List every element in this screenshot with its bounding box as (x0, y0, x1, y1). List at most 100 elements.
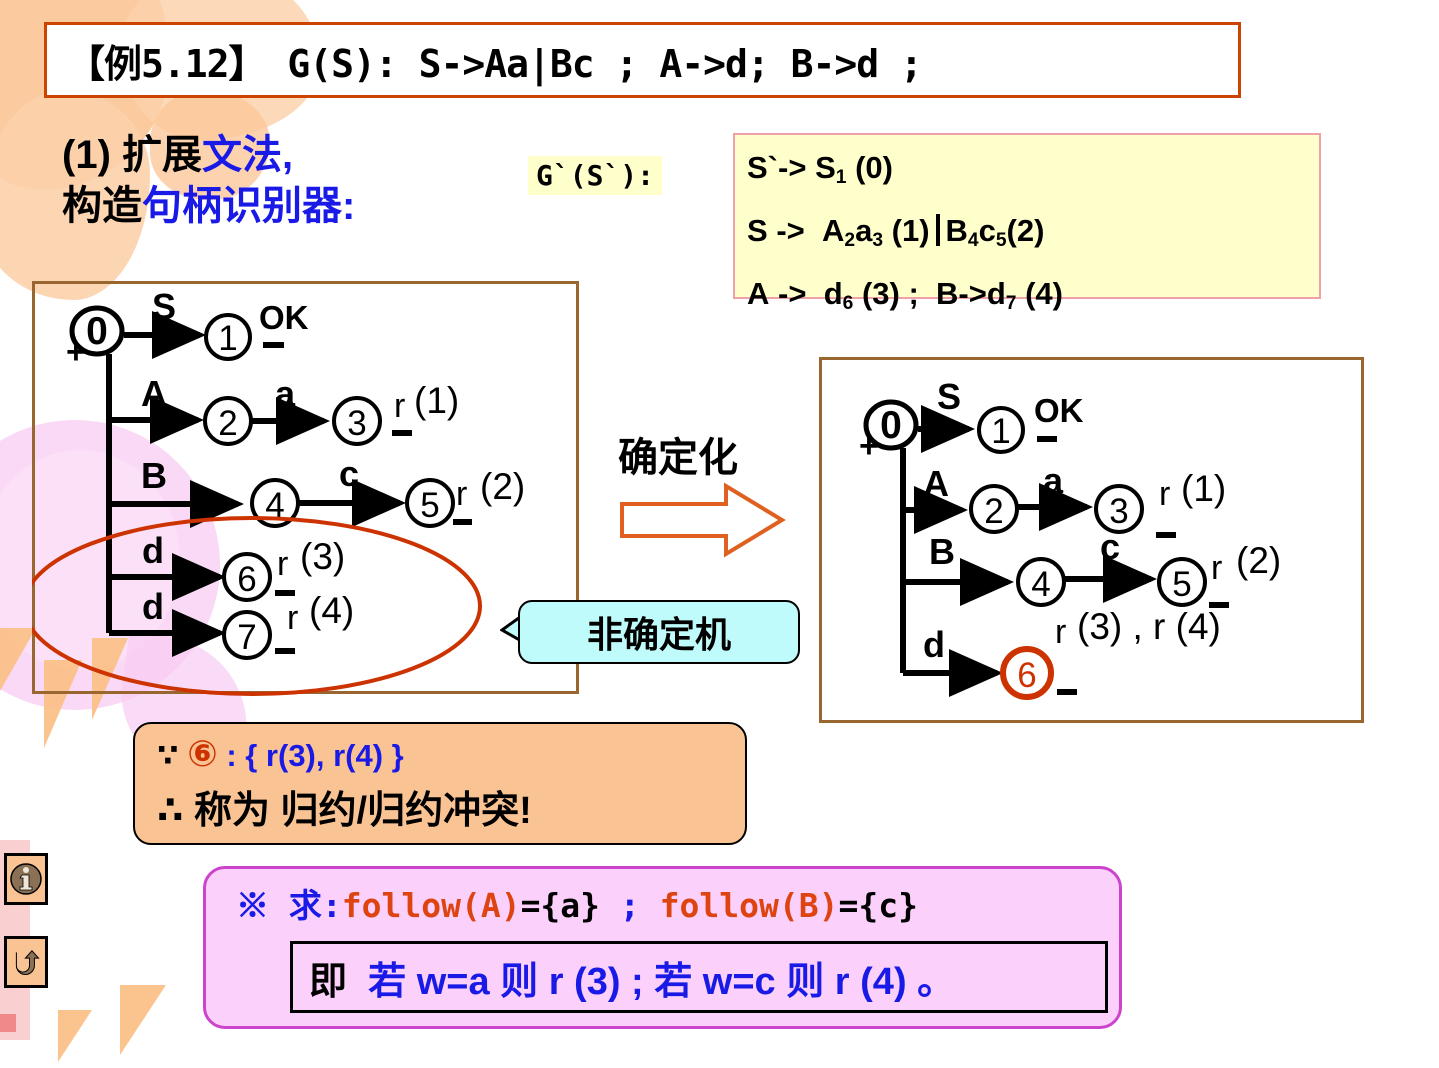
svg-text:r: r (394, 387, 405, 425)
rule1-alt-sym2: c (978, 212, 996, 248)
svg-text:5: 5 (420, 486, 439, 525)
rule1-alt-sub2: 5 (995, 229, 1007, 251)
svg-text:6: 6 (1017, 656, 1036, 695)
rule1-sub2: 3 (872, 229, 883, 251)
info-button[interactable] (4, 853, 48, 905)
decorative-triangle (120, 985, 166, 1055)
grammar-panel: S`-> S1 (0) S -> A2a3 (1)B4c5(2) A -> d6… (733, 133, 1321, 313)
nfa-graph: 0 + S 1 OK A 2 a 3 r (1) B 4 c 5 r (2) (32, 286, 525, 696)
rule1-sym2: a (855, 212, 873, 248)
headline-1-blue: 文法, (202, 133, 294, 177)
info-icon (10, 863, 42, 895)
svg-text:d: d (142, 530, 164, 571)
svg-text:2: 2 (218, 404, 237, 443)
conflict-box: ∵ ⑥ : { r(3), r(4) } ∴ 称为 归约/归约冲突! (133, 722, 747, 845)
grammar-rule-2: A -> d6 (3) ; B->d7 (4) (747, 267, 1319, 330)
svg-text:r: r (1159, 475, 1170, 513)
svg-text:a: a (275, 373, 296, 414)
grammar-rule-0: S`-> S1 (0) (747, 141, 1319, 204)
follow-b-value: ={c} (838, 886, 918, 925)
svg-text:r: r (1055, 613, 1066, 651)
svg-text:5: 5 (1172, 565, 1191, 604)
svg-text:1: 1 (218, 319, 237, 358)
rule1-sym1: A (821, 212, 845, 248)
svg-text:OK: OK (1034, 392, 1084, 429)
svg-text:d: d (923, 624, 945, 665)
page-title: 【例5.12】 G(S): S->Aa|Bc ; A->d; B->d ; (44, 22, 1241, 98)
rule1-index2: (2) (1006, 212, 1045, 248)
rule2-index: (3) (861, 275, 900, 311)
conflict-state-label: ⑥ (187, 733, 218, 774)
svg-text:+: + (859, 427, 879, 465)
headline-1-black: (1) 扩展 (62, 133, 202, 177)
return-button[interactable] (4, 936, 48, 988)
svg-text:0: 0 (86, 310, 108, 353)
follow-a: follow(A) (341, 886, 521, 925)
rule2-sep: ; (908, 275, 919, 311)
rule2-sym2: d (986, 275, 1006, 311)
rule1-arrow: -> (776, 212, 805, 248)
follow-box: ※ 求:follow(A)={a} ; follow(B)={c} 即 若 w=… (203, 866, 1122, 1029)
svg-text:(2): (2) (1236, 540, 1281, 581)
svg-text:A: A (923, 463, 949, 504)
rule1-index1: (1) (891, 212, 930, 248)
nfa-callout: 非确定机 (500, 600, 800, 664)
conclusion-box: 即 若 w=a 则 r (3) ; 若 w=c 则 r (4) 。 (290, 941, 1108, 1013)
because-symbol: ∵ (157, 738, 179, 773)
rule2-sym: d (823, 275, 843, 311)
svg-text:r: r (1211, 549, 1222, 587)
svg-text:B: B (141, 455, 167, 496)
svg-text:+: + (66, 333, 86, 371)
svg-text:(3) , r (4): (3) , r (4) (1077, 606, 1221, 647)
rule0-rhs: S (815, 150, 836, 185)
rule0-lhs: S` (747, 150, 778, 185)
conclusion-text: 若 w=a 则 r (3) ; 若 w=c 则 r (4) 。 (368, 960, 956, 1003)
dfa-graph: 0 + S 1 OK A 2 a 3 r (1) B 4 c 5 r (2) (859, 376, 1281, 700)
svg-text:c: c (1100, 526, 1120, 567)
grammar-rule-1: S -> A2a3 (1)B4c5(2) (747, 204, 1319, 267)
follow-a-value: ={a} (520, 886, 601, 925)
svg-text:OK: OK (259, 299, 309, 336)
svg-text:(2): (2) (480, 466, 525, 507)
rule2-sub: 6 (842, 292, 854, 314)
headline-line-2: 构造句柄识别器: (62, 181, 532, 232)
transform-arrow-icon (620, 482, 786, 558)
svg-text:3: 3 (347, 404, 366, 443)
svg-text:(4): (4) (309, 590, 354, 631)
rule2-lhs: A (747, 275, 770, 311)
svg-text:2: 2 (984, 492, 1003, 531)
follow-prefix: 求: (288, 886, 342, 925)
conflict-set: : { r(3), r(4) } (226, 738, 404, 773)
svg-text:7: 7 (237, 618, 256, 657)
rule1-alt-sub1: 4 (967, 229, 979, 251)
svg-text:(3): (3) (300, 536, 345, 577)
rule2-arrow: -> (778, 275, 807, 311)
follow-marker-icon: ※ (236, 886, 269, 925)
transform-label: 确定化 (618, 436, 738, 480)
headline-line-1: (1) 扩展文法, (62, 130, 532, 181)
headline-2-black: 构造 (62, 184, 142, 229)
svg-text:r: r (277, 545, 288, 583)
svg-text:(1): (1) (1181, 468, 1226, 509)
svg-text:(1): (1) (414, 380, 459, 421)
svg-text:S: S (937, 376, 961, 417)
svg-text:1: 1 (991, 412, 1010, 451)
svg-text:S: S (152, 286, 176, 327)
svg-text:d: d (142, 586, 164, 627)
rule0-index: (0) (855, 150, 893, 185)
follow-b: follow(B) (659, 886, 839, 925)
svg-text:c: c (339, 453, 359, 494)
svg-text:3: 3 (1109, 492, 1128, 531)
rule2-lhs2: B-> (936, 275, 987, 311)
section-headline: (1) 扩展文法, 构造句柄识别器: (62, 130, 532, 232)
svg-text:0: 0 (880, 404, 902, 447)
conclusion-prefix: 即 (309, 960, 348, 1003)
svg-text:4: 4 (1031, 565, 1050, 604)
rule0-rhs-sub: 1 (835, 166, 847, 188)
follow-separator: ; (619, 886, 640, 925)
headline-2-blue: 句柄识别器: (142, 184, 356, 229)
rule1-sub1: 2 (844, 229, 856, 251)
rule2-index2: (4) (1025, 275, 1063, 311)
rule2-sub2: 7 (1005, 292, 1017, 314)
